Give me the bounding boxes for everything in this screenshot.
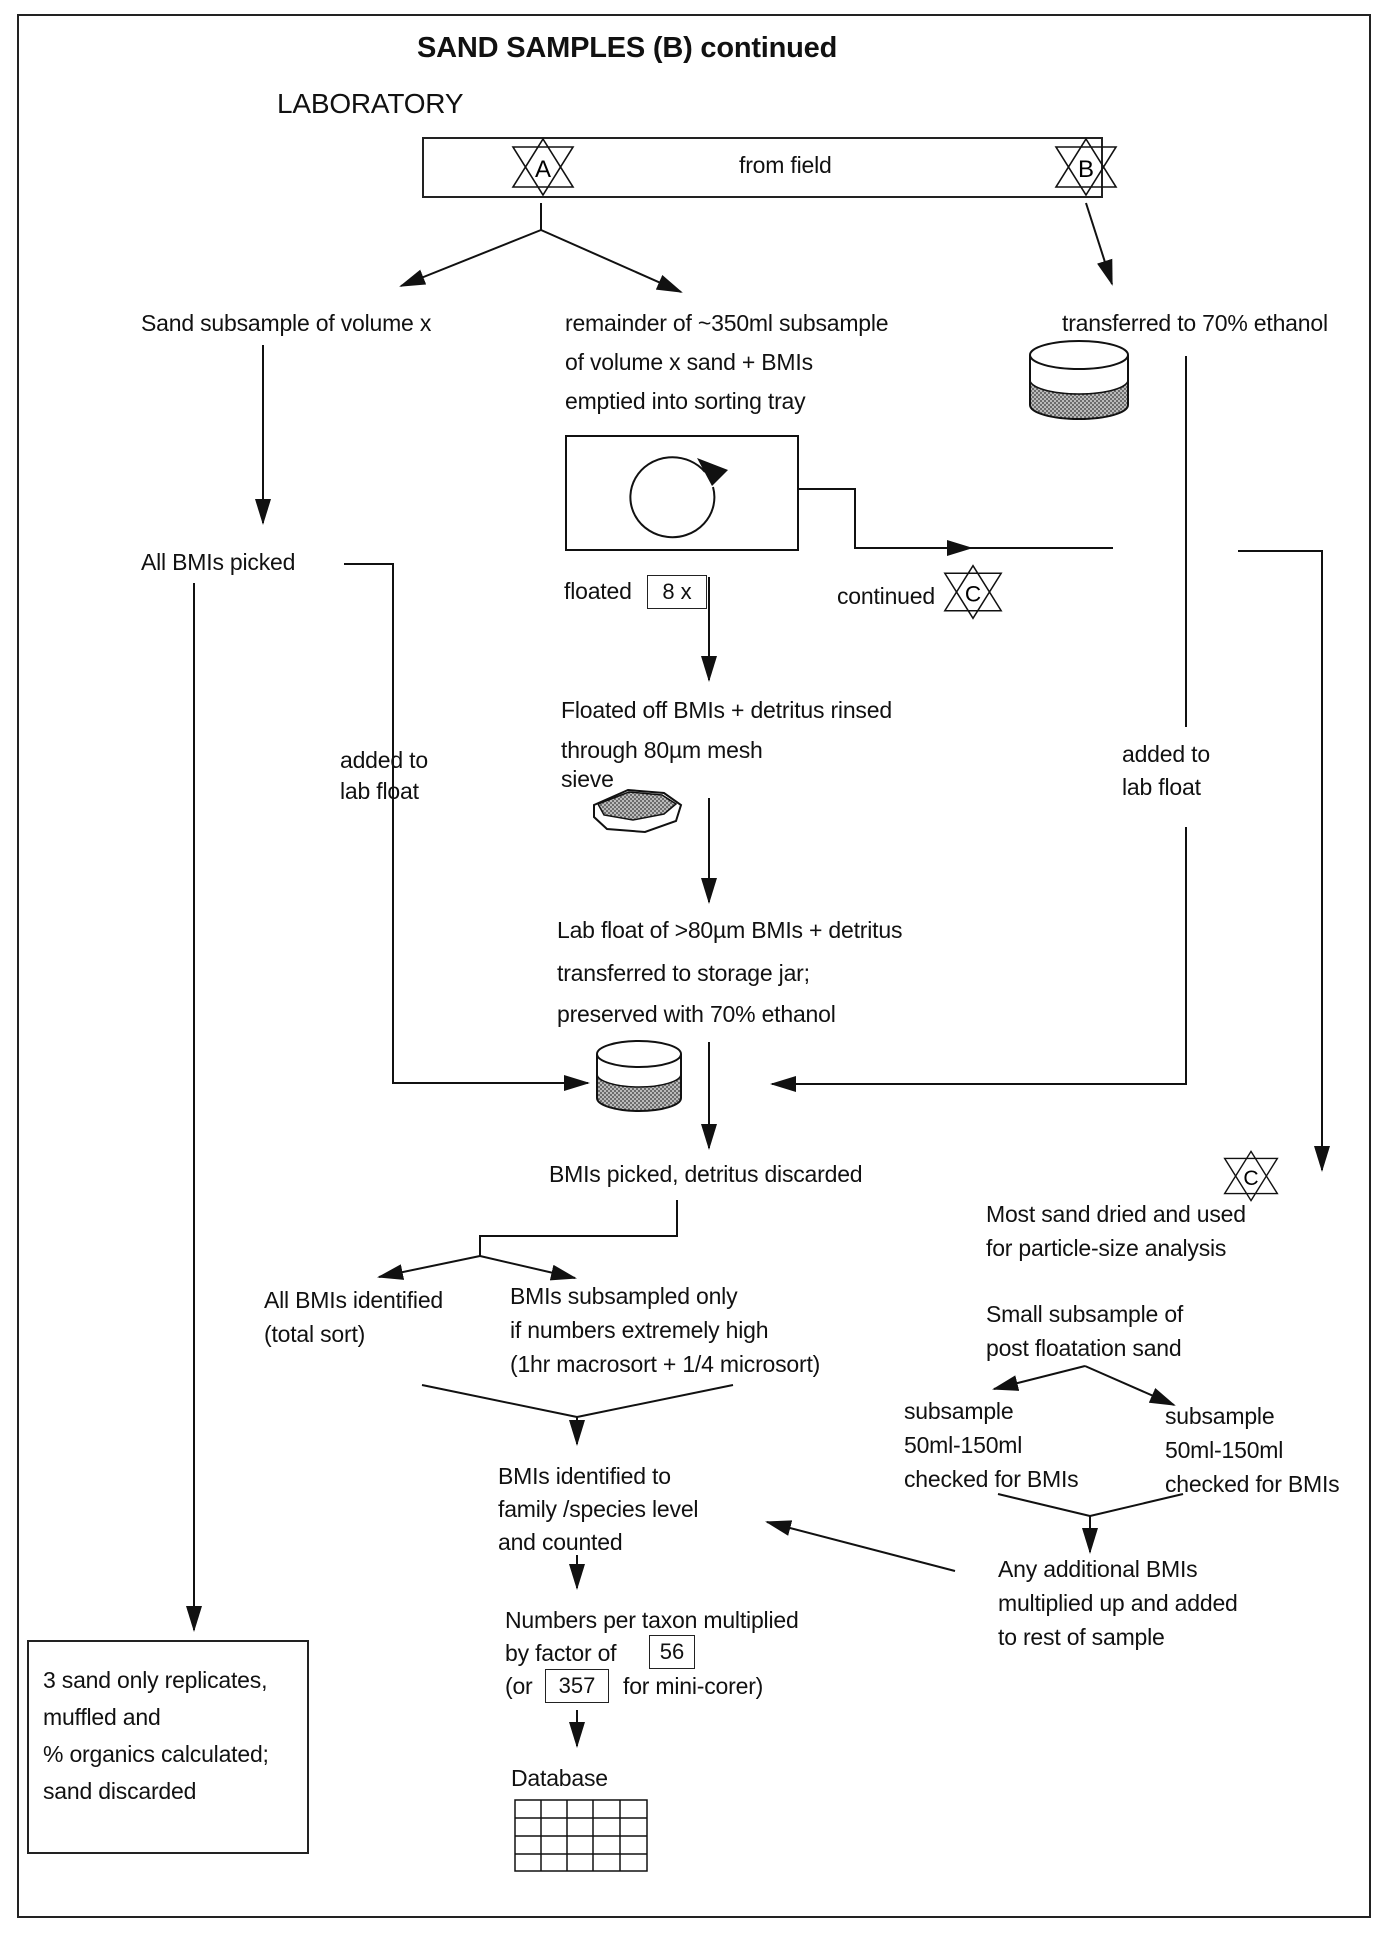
replicates-line-4: sand discarded	[43, 1778, 197, 1804]
right-lab-float-label: lab float	[1122, 774, 1201, 800]
numbers-per-taxon-label: Numbers per taxon multiplied	[505, 1607, 799, 1633]
most-sand-line-2: for particle-size analysis	[986, 1235, 1227, 1261]
floated-off-line-1: Floated off BMIs + detritus rinsed	[561, 697, 892, 723]
identified-family-line-2: family /species level	[498, 1496, 699, 1522]
lab-float-line-2: transferred to storage jar;	[557, 960, 810, 986]
sorting-tray	[565, 435, 799, 551]
floated-off-line-3: sieve	[561, 766, 614, 792]
replicates-line-3: % organics calculated;	[43, 1741, 269, 1767]
swirl-arrow	[629, 456, 716, 539]
remainder-line-3: emptied into sorting tray	[565, 388, 806, 414]
replicates-line-2: muffled and	[43, 1704, 161, 1730]
subsample-left-line-2: 50ml-150ml	[904, 1432, 1023, 1458]
storage-jar-icon	[596, 1040, 682, 1112]
lab-float-line-1: Lab float of >80µm BMIs + detritus	[557, 917, 903, 943]
floated-times-box: 8 x	[647, 575, 707, 609]
diagram-frame	[17, 14, 1371, 1918]
subsample-right-line-1: subsample	[1165, 1403, 1275, 1429]
svg-text:A: A	[535, 156, 551, 183]
or-prefix-label: (or	[505, 1673, 533, 1699]
small-subsample-line-2: post floatation sand	[986, 1335, 1182, 1361]
factor-box: 56	[649, 1635, 695, 1669]
most-sand-line-1: Most sand dried and used	[986, 1201, 1246, 1227]
all-bmis-picked-label: All BMIs picked	[141, 549, 296, 575]
subsample-left-line-1: subsample	[904, 1398, 1014, 1424]
lab-float-line-3: preserved with 70% ethanol	[557, 1001, 836, 1027]
subsampled-line-2: if numbers extremely high	[510, 1317, 769, 1343]
field-box	[422, 137, 1103, 198]
for-mini-corer-label: for mini-corer)	[623, 1673, 764, 1699]
subsampled-line-3: (1hr macrosort + 1/4 microsort)	[510, 1351, 821, 1377]
by-factor-label: by factor of	[505, 1640, 617, 1666]
svg-text:B: B	[1078, 156, 1094, 183]
subsample-left-line-3: checked for BMIs	[904, 1466, 1079, 1492]
subsampled-line-1: BMIs subsampled only	[510, 1283, 738, 1309]
floated-off-line-2: through 80µm mesh	[561, 737, 763, 763]
svg-text:C: C	[965, 581, 981, 606]
left-lab-float-label: lab float	[340, 778, 419, 804]
sieve-icon	[593, 788, 683, 834]
field-box-label: from field	[739, 152, 832, 178]
identified-total-line-2: (total sort)	[264, 1321, 366, 1347]
star-c-icon: C	[1223, 1150, 1279, 1202]
continued-star-c-icon: C	[943, 564, 1003, 620]
database-grid-icon	[514, 1799, 648, 1872]
identified-total-line-1: All BMIs identified	[264, 1287, 443, 1313]
transferred-ethanol-label: transferred to 70% ethanol	[1062, 310, 1328, 336]
left-added-to-label: added to	[340, 747, 428, 773]
continued-label: continued	[837, 583, 935, 609]
additional-line-3: to rest of sample	[998, 1624, 1165, 1650]
page-title: SAND SAMPLES (B) continued	[417, 32, 838, 64]
subsample-right-line-2: 50ml-150ml	[1165, 1437, 1284, 1463]
identified-family-line-1: BMIs identified to	[498, 1463, 671, 1489]
right-added-to-label: added to	[1122, 741, 1210, 767]
subsample-right-line-3: checked for BMIs	[1165, 1471, 1340, 1497]
additional-line-1: Any additional BMIs	[998, 1556, 1198, 1582]
star-b-icon: B	[1054, 137, 1118, 197]
sand-subsample-label: Sand subsample of volume x	[141, 310, 432, 336]
svg-text:C: C	[1243, 1167, 1258, 1190]
additional-line-2: multiplied up and added	[998, 1590, 1238, 1616]
identified-family-line-3: and counted	[498, 1529, 623, 1555]
picked-discarded-label: BMIs picked, detritus discarded	[549, 1161, 863, 1187]
section-label: LABORATORY	[277, 88, 464, 119]
floated-label: floated	[564, 578, 632, 604]
ethanol-jar-icon	[1029, 340, 1129, 420]
remainder-line-2: of volume x sand + BMIs	[565, 349, 813, 375]
small-subsample-line-1: Small subsample of	[986, 1301, 1184, 1327]
star-a-icon: A	[511, 137, 575, 197]
replicates-line-1: 3 sand only replicates,	[43, 1667, 268, 1693]
remainder-line-1: remainder of ~350ml subsample	[565, 310, 889, 336]
replicates-box	[27, 1640, 309, 1854]
factor-mini-box: 357	[545, 1669, 609, 1703]
database-label: Database	[511, 1765, 608, 1791]
